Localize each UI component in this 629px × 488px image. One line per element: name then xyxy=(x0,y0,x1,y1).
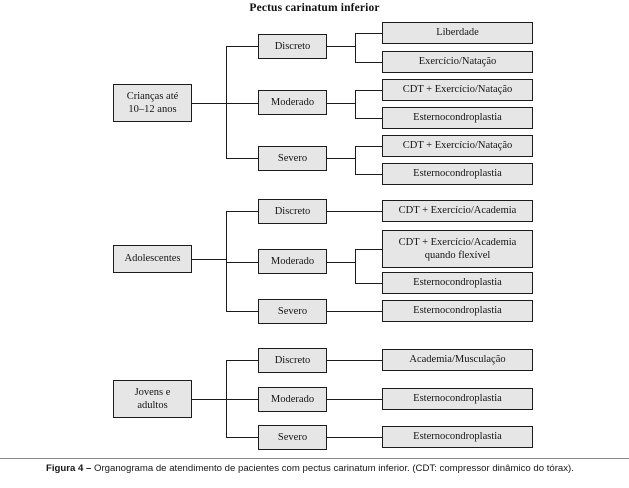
node-label: Crianças até 10–12 anos xyxy=(126,90,179,115)
connector-adolescentes-to-moderado xyxy=(226,262,258,263)
connector-adolescentes-moderado-arm-1 xyxy=(355,249,382,250)
connector-moderado-arm-2 xyxy=(355,118,382,119)
node-label: CDT + Exercício/Academia quando flexível xyxy=(398,236,517,261)
connector-jovens-trunk xyxy=(226,360,227,437)
node-label: Esternocondroplastia xyxy=(413,431,502,443)
node-treatment-jovens-1[interactable]: Academia/Musculação xyxy=(382,349,533,371)
connector-jovens-moderado-direct xyxy=(327,399,382,400)
node-treatment-criancas-6[interactable]: Esternocondroplastia xyxy=(382,163,533,185)
node-treatment-adolescentes-1[interactable]: CDT + Exercício/Academia xyxy=(382,200,533,222)
node-label: Moderado xyxy=(270,255,315,267)
node-treatment-criancas-4[interactable]: Esternocondroplastia xyxy=(382,107,533,129)
connector-jovens-to-moderado xyxy=(226,399,258,400)
connector-discreto-stem xyxy=(327,46,355,47)
node-root-adolescentes[interactable]: Adolescentes xyxy=(113,245,192,273)
node-treatment-jovens-3[interactable]: Esternocondroplastia xyxy=(382,426,533,448)
node-treatment-adolescentes-3[interactable]: Esternocondroplastia xyxy=(382,272,533,294)
node-severity-jovens-discreto[interactable]: Discreto xyxy=(258,348,327,373)
node-severity-criancas-severo[interactable]: Severo xyxy=(258,146,327,171)
node-severity-adolescentes-severo[interactable]: Severo xyxy=(258,299,327,324)
connector-discreto-arm-1 xyxy=(355,33,382,34)
connector-criancas-to-severo xyxy=(226,158,258,159)
node-label: Discreto xyxy=(274,40,311,52)
connector-jovens-to-discreto xyxy=(226,360,258,361)
connector-discreto-bracket xyxy=(355,33,356,62)
connector-moderado-bracket xyxy=(355,90,356,118)
node-severity-adolescentes-discreto[interactable]: Discreto xyxy=(258,199,327,224)
node-severity-criancas-moderado[interactable]: Moderado xyxy=(258,90,327,115)
node-treatment-jovens-2[interactable]: Esternocondroplastia xyxy=(382,388,533,410)
node-label: Severo xyxy=(277,152,308,164)
connector-adolescentes-severo-direct xyxy=(327,311,382,312)
node-root-criancas[interactable]: Crianças até 10–12 anos xyxy=(113,84,192,122)
node-root-jovens[interactable]: Jovens e adultos xyxy=(113,380,192,418)
connector-adolescentes-moderado-stem xyxy=(327,262,355,263)
connector-severo-arm-1 xyxy=(355,146,382,147)
connector-criancas-trunk xyxy=(226,46,227,158)
node-label: Academia/Musculação xyxy=(409,354,506,366)
connector-adolescentes-trunk xyxy=(226,211,227,311)
figure-caption: Figura 4 – Organograma de atendimento de… xyxy=(46,463,624,475)
node-label: Esternocondroplastia xyxy=(413,393,502,405)
node-treatment-adolescentes-2[interactable]: CDT + Exercício/Academia quando flexível xyxy=(382,230,533,268)
node-severity-criancas-discreto[interactable]: Discreto xyxy=(258,34,327,59)
node-label: Severo xyxy=(277,305,308,317)
connector-severo-bracket xyxy=(355,146,356,174)
node-label: Moderado xyxy=(270,393,315,405)
node-treatment-criancas-1[interactable]: Liberdade xyxy=(382,22,533,44)
node-label: CDT + Exercício/Natação xyxy=(402,84,513,96)
node-treatment-criancas-5[interactable]: CDT + Exercício/Natação xyxy=(382,135,533,157)
connector-root-adolescentes-stem xyxy=(192,259,226,260)
connector-discreto-arm-2 xyxy=(355,62,382,63)
connector-severo-arm-2 xyxy=(355,174,382,175)
connector-criancas-to-moderado xyxy=(226,103,258,104)
caption-divider xyxy=(0,458,629,459)
node-label: Discreto xyxy=(274,205,311,217)
node-label: Severo xyxy=(277,431,308,443)
node-label: Discreto xyxy=(274,354,311,366)
connector-adolescentes-discreto-direct xyxy=(327,211,382,212)
connector-criancas-to-discreto xyxy=(226,46,258,47)
figure-caption-text: Organograma de atendimento de pacientes … xyxy=(91,463,574,474)
connector-adolescentes-moderado-arm-2 xyxy=(355,283,382,284)
node-label: Exercício/Natação xyxy=(418,56,497,68)
connector-root-criancas-stem xyxy=(192,103,226,104)
node-treatment-adolescentes-4[interactable]: Esternocondroplastia xyxy=(382,300,533,322)
node-label: Liberdade xyxy=(436,27,479,39)
connector-jovens-severo-direct xyxy=(327,437,382,438)
connector-jovens-to-severo xyxy=(226,437,258,438)
connector-root-jovens-stem xyxy=(192,399,226,400)
node-label: Jovens e adultos xyxy=(134,386,171,411)
node-label: Esternocondroplastia xyxy=(413,112,502,124)
figure-title: Pectus carinatum inferior xyxy=(249,2,380,14)
node-label: Esternocondroplastia xyxy=(413,305,502,317)
node-label: Moderado xyxy=(270,96,315,108)
connector-jovens-discreto-direct xyxy=(327,360,382,361)
node-label: Adolescentes xyxy=(124,253,181,265)
connector-adolescentes-to-severo xyxy=(226,311,258,312)
node-label: Esternocondroplastia xyxy=(413,277,502,289)
connector-moderado-stem xyxy=(327,103,355,104)
connector-severo-stem xyxy=(327,158,355,159)
connector-adolescentes-to-discreto xyxy=(226,211,258,212)
node-severity-adolescentes-moderado[interactable]: Moderado xyxy=(258,249,327,274)
node-treatment-criancas-2[interactable]: Exercício/Natação xyxy=(382,51,533,73)
connector-adolescentes-moderado-bracket xyxy=(355,249,356,283)
node-severity-jovens-severo[interactable]: Severo xyxy=(258,425,327,450)
node-label: CDT + Exercício/Academia xyxy=(398,205,517,217)
figure-number-label: Figura 4 – xyxy=(46,463,92,474)
node-label: Esternocondroplastia xyxy=(413,168,502,180)
node-treatment-criancas-3[interactable]: CDT + Exercício/Natação xyxy=(382,79,533,101)
node-label: CDT + Exercício/Natação xyxy=(402,140,513,152)
connector-moderado-arm-1 xyxy=(355,90,382,91)
node-severity-jovens-moderado[interactable]: Moderado xyxy=(258,387,327,412)
